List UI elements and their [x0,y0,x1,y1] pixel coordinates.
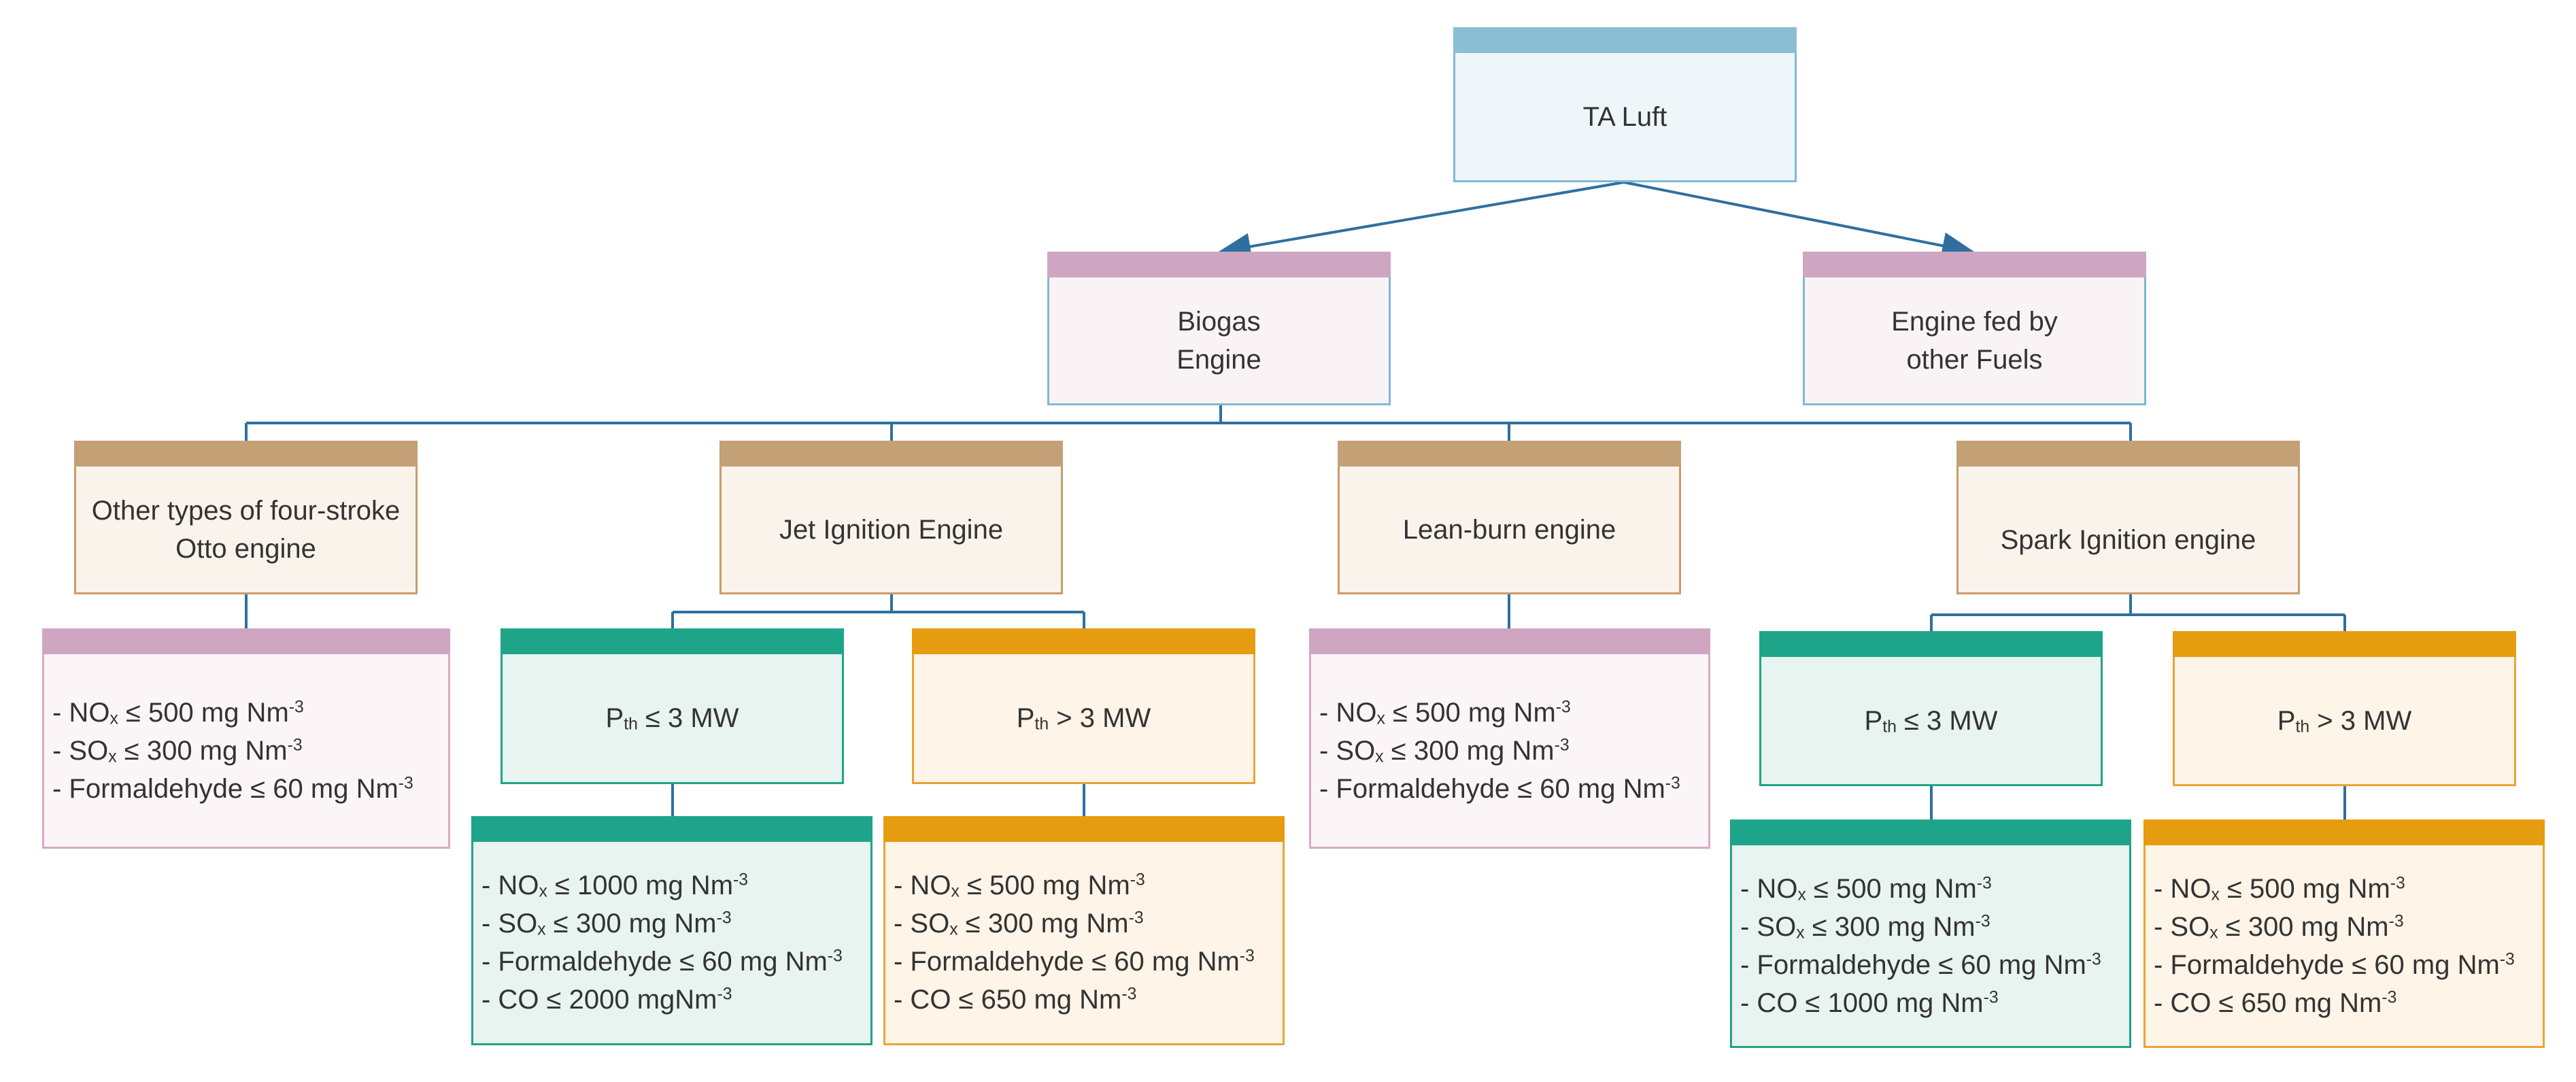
limit-formaldehyde: - Formaldehyde ≤ 60 mg Nm-3 [894,947,1255,977]
limit-sox: - SOx ≤ 300 mg Nm-3 [481,909,732,939]
node-jet-ignition-engine: Jet Ignition Engine [719,441,1063,594]
limits-otto: - NOx ≤ 500 mg Nm-3 - SOx ≤ 300 mg Nm-3 … [42,628,450,849]
node-header [912,628,1255,654]
limit-nox: - NOx ≤ 500 mg Nm-3 [2154,873,2405,905]
node-jet-power-le-3mw: Pth ≤ 3 MW [501,628,844,784]
node-spark-power-gt-3mw: Pth > 3 MW [2173,631,2516,786]
node-header [42,628,450,654]
limits-jet-gt-3mw: - NOx ≤ 500 mg Nm-3 - SOx ≤ 300 mg Nm-3 … [883,816,1285,1045]
limit-sox: - SOx ≤ 300 mg Nm-3 [1740,911,1990,943]
node-header [883,816,1285,842]
node-label-line2: Otto engine [175,533,316,564]
node-label-line1: Biogas [1177,306,1261,337]
node-header [471,816,872,842]
limits-spark-le-3mw: - NOx ≤ 500 mg Nm-3 - SOx ≤ 300 mg Nm-3 … [1730,819,2131,1048]
node-jet-power-gt-3mw: Pth > 3 MW [912,628,1255,784]
node-spark-ignition-engine: Spark Ignition engine [1956,441,2300,594]
power-label: Pth ≤ 3 MW [605,703,739,734]
node-header [1803,252,2146,277]
power-label: Pth ≤ 3 MW [1864,705,1998,737]
node-other-fuels-engine: Engine fed by other Fuels [1803,252,2146,405]
arrow-to-other-fuels [1623,181,1975,260]
limit-sox: - SOx ≤ 300 mg Nm-3 [52,735,303,766]
node-header [1956,441,2300,467]
power-label: Pth > 3 MW [1016,703,1151,734]
node-header [1730,819,2131,845]
limit-sox: - SOx ≤ 300 mg Nm-3 [1319,735,1570,766]
limits-jet-le-3mw: - NOx ≤ 1000 mg Nm-3 - SOx ≤ 300 mg Nm-3… [471,816,872,1045]
node-label-line2: Engine [1176,344,1261,375]
node-label: Jet Ignition Engine [779,514,1004,545]
limit-nox: - NOx ≤ 500 mg Nm-3 [1319,697,1571,728]
limit-nox: - NOx ≤ 500 mg Nm-3 [894,870,1145,901]
limit-formaldehyde: - Formaldehyde ≤ 60 mg Nm-3 [481,947,843,977]
limits-spark-gt-3mw: - NOx ≤ 500 mg Nm-3 - SOx ≤ 300 mg Nm-3 … [2143,819,2545,1048]
limit-sox: - SOx ≤ 300 mg Nm-3 [894,909,1144,939]
limit-co: - CO ≤ 650 mg Nm-3 [2154,987,2397,1018]
limit-nox: - NOx ≤ 1000 mg Nm-3 [481,870,749,901]
node-header [1453,27,1797,53]
node-spark-power-le-3mw: Pth ≤ 3 MW [1759,631,2103,786]
jet-branch-line [671,594,1085,628]
spark-branch-line [1930,594,2346,631]
limit-formaldehyde: - Formaldehyde ≤ 60 mg Nm-3 [1740,949,2101,980]
node-header [501,628,844,654]
limit-co: - CO ≤ 650 mg Nm-3 [894,985,1137,1015]
node-header [1047,252,1391,277]
power-label: Pth > 3 MW [2277,705,2412,737]
node-header [2143,819,2545,845]
node-otto-engine: Other types of four-stroke Otto engine [74,441,418,594]
node-label-line1: Other types of four-stroke [91,495,401,526]
node-header [1338,441,1681,467]
node-header [2173,631,2516,657]
node-label: Spark Ignition engine [2000,524,2256,555]
node-header [719,441,1063,467]
arrow-to-biogas [1218,181,1625,260]
node-header [1309,628,1710,654]
limit-nox: - NOx ≤ 500 mg Nm-3 [52,697,304,728]
node-label-line1: Engine fed by [1891,306,2058,337]
limit-sox: - SOx ≤ 300 mg Nm-3 [2154,911,2404,943]
limit-formaldehyde: - Formaldehyde ≤ 60 mg Nm-3 [52,773,413,804]
node-label-line2: other Fuels [1906,344,2043,375]
node-biogas-engine: Biogas Engine [1047,252,1391,405]
node-label: TA Luft [1582,101,1667,132]
biogas-branch-line [245,405,2132,441]
limit-nox: - NOx ≤ 500 mg Nm-3 [1740,873,1992,905]
node-ta-luft: TA Luft [1453,27,1797,182]
limit-formaldehyde: - Formaldehyde ≤ 60 mg Nm-3 [1319,773,1680,804]
node-lean-burn-engine: Lean-burn engine [1338,441,1681,594]
node-header [74,441,418,467]
node-label: Lean-burn engine [1402,514,1616,545]
limit-co: - CO ≤ 2000 mgNm-3 [481,985,732,1015]
limit-co: - CO ≤ 1000 mg Nm-3 [1740,987,1999,1018]
limits-lean-burn: - NOx ≤ 500 mg Nm-3 - SOx ≤ 300 mg Nm-3 … [1309,628,1710,849]
limit-formaldehyde: - Formaldehyde ≤ 60 mg Nm-3 [2154,949,2515,980]
node-header [1759,631,2103,657]
